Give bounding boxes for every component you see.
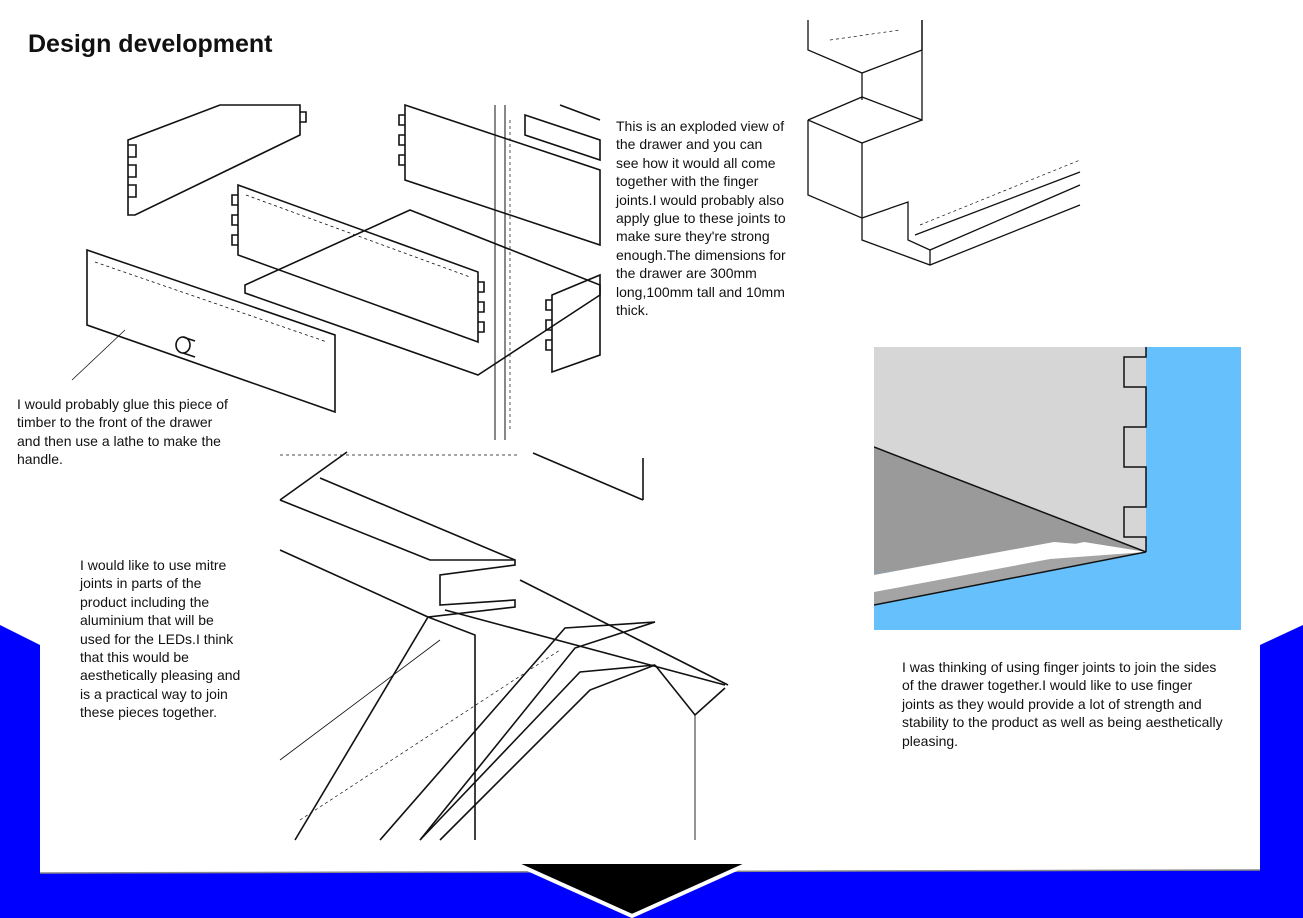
- finger-joint-note: I was thinking of using finger joints to…: [902, 659, 1223, 749]
- blue-frame: [0, 625, 1303, 918]
- down-arrow-icon: [511, 860, 753, 918]
- handle-note: I would probably glue this piece of timb…: [17, 396, 228, 468]
- page-title: Design development: [28, 30, 273, 58]
- exploded-view-note: This is an exploded view of the drawer a…: [616, 118, 786, 319]
- finger-joint-render: [874, 347, 1241, 630]
- mitre-joint-note: I would like to use mitre joints in part…: [80, 557, 241, 721]
